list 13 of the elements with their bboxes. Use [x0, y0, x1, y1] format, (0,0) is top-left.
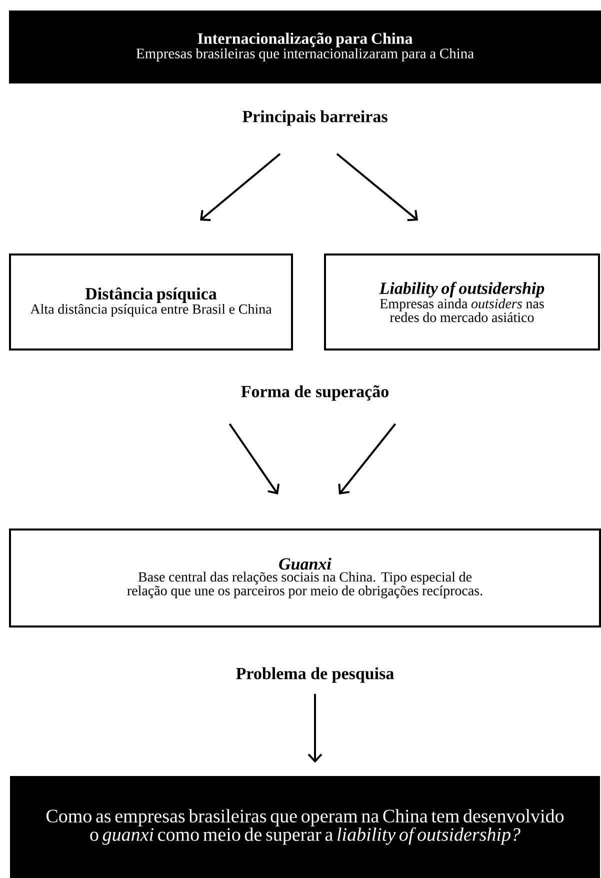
arrow — [338, 423, 396, 494]
section-heading: Forma de superação — [241, 385, 388, 401]
section-heading: Problema de pesquisa — [236, 667, 394, 683]
arrow — [308, 694, 322, 763]
arrow — [228, 423, 280, 494]
banner-box: Como as empresas brasileiras que operam na China tem desenvolvido o guanxi como meio de superar a liability of outsidership? — [10, 776, 600, 878]
section-heading: Principais barreiras — [242, 110, 388, 126]
banner-box: Internacionalização para China Empresas brasileiras que internacionalizaram para a China — [9, 10, 601, 84]
arrow — [200, 153, 281, 222]
concept-box: Guanxi Base central das relações sociais na China. Tipo especial de relação que une os parceiros por meio de obrigações recíprocas. — [9, 528, 601, 628]
concept-box: Distância psíquica Alta distância psíquica entre Brasil e China — [9, 254, 293, 350]
arrow — [336, 153, 418, 222]
concept-box: Liability of outsidership Empresas ainda outsiders nas redes do mercado asiático — [324, 254, 600, 350]
